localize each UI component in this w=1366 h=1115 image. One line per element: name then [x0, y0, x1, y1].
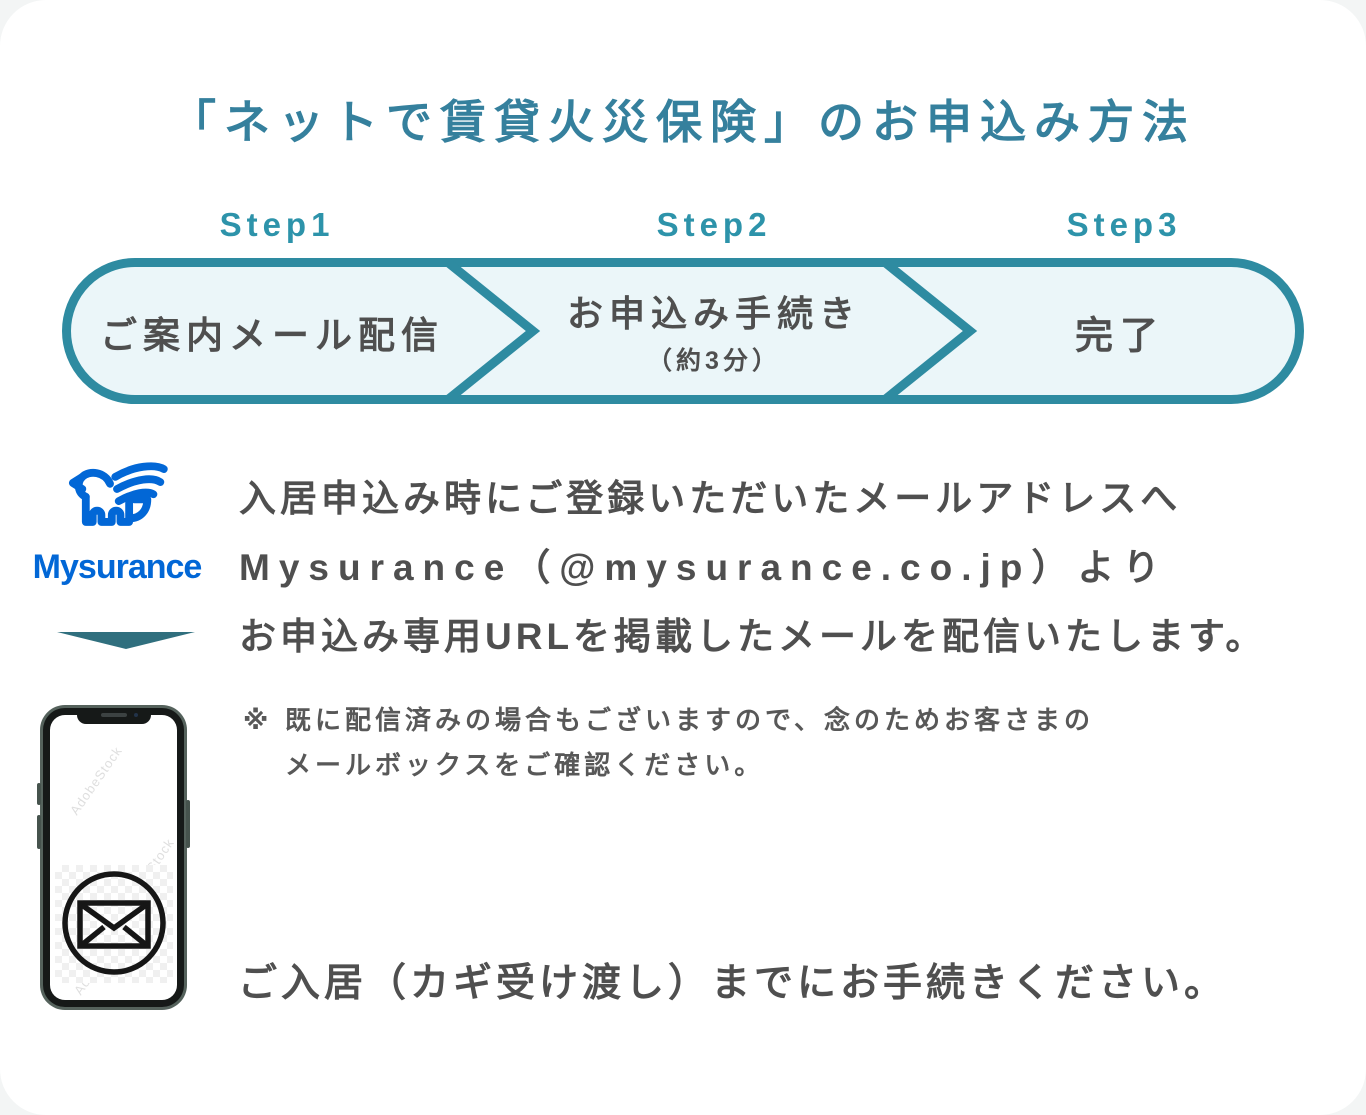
- phone-camera-icon: [133, 713, 138, 717]
- flow-step3-text: 完了: [1074, 315, 1166, 358]
- description-line-3: お申込み専用URLを掲載したメールを配信いたします。: [239, 616, 1267, 657]
- note-line-1: 既に配信済みの場合もございますので、念のためお客さまの: [285, 705, 1094, 735]
- smartphone-illustration: AdobeStock AdobeStock AdobeStock: [37, 705, 190, 1010]
- phone-power-button: [186, 800, 190, 848]
- note-marker: ※: [243, 705, 273, 735]
- mysurance-brand-text: Mysurance: [32, 548, 203, 586]
- page-title: 「ネットで賃貸火災保険」のお申込み方法: [170, 96, 1196, 148]
- phone-speaker: [100, 713, 127, 717]
- phone-screen: AdobeStock AdobeStock AdobeStock: [50, 715, 177, 1000]
- step3-label: Step3: [1066, 206, 1182, 243]
- phone-volume-button-1: [37, 783, 41, 805]
- phone-volume-button-2: [37, 815, 41, 849]
- mysurance-griffin-icon: [68, 462, 168, 526]
- email-circle-icon: [61, 871, 166, 975]
- description-paragraph: 入居申込み時にご登録いただいたメールアドレスへ Mysurance（@mysur…: [239, 464, 1266, 671]
- footer-instruction-text: ご入居（カギ受け渡し）までにお手続きください。: [238, 962, 1228, 1005]
- process-flow-band: [62, 258, 1304, 404]
- flow-pill-outline: [62, 258, 1304, 404]
- flow-step2-text: お申込み手続き （約3分）: [567, 285, 861, 377]
- step1-label: Step1: [219, 206, 335, 243]
- stock-watermark: AdobeStock: [66, 743, 126, 818]
- description-line-1: 入居申込み時にご登録いただいたメールアドレスへ: [239, 478, 1182, 519]
- note-body: 既に配信済みの場合もございますので、念のためお客さまの メールボックスをご確認く…: [285, 698, 1094, 788]
- note-text: ※ 既に配信済みの場合もございますので、念のためお客さまの メールボックスをご確…: [243, 698, 1094, 788]
- step2-label: Step2: [656, 206, 772, 243]
- flow-step1-text: ご案内メール配信: [100, 315, 444, 356]
- description-line-2: Mysurance（@mysurance.co.jp）より: [239, 547, 1169, 588]
- flow-step2-main-text: お申込み手続き: [566, 293, 862, 334]
- transparency-checker-background: [54, 865, 173, 983]
- phone-notch: [76, 708, 151, 724]
- chevron-separator-1-icon: [445, 258, 541, 404]
- flow-step2-duration-text: （約3分）: [647, 347, 781, 375]
- chevron-separator-2-icon: [882, 258, 978, 404]
- down-arrow-icon: [57, 632, 195, 649]
- note-line-2: メールボックスをご確認ください。: [285, 750, 765, 780]
- phone-bezel: AdobeStock AdobeStock AdobeStock: [43, 708, 184, 1007]
- mysurance-logo: Mysurance: [24, 460, 210, 587]
